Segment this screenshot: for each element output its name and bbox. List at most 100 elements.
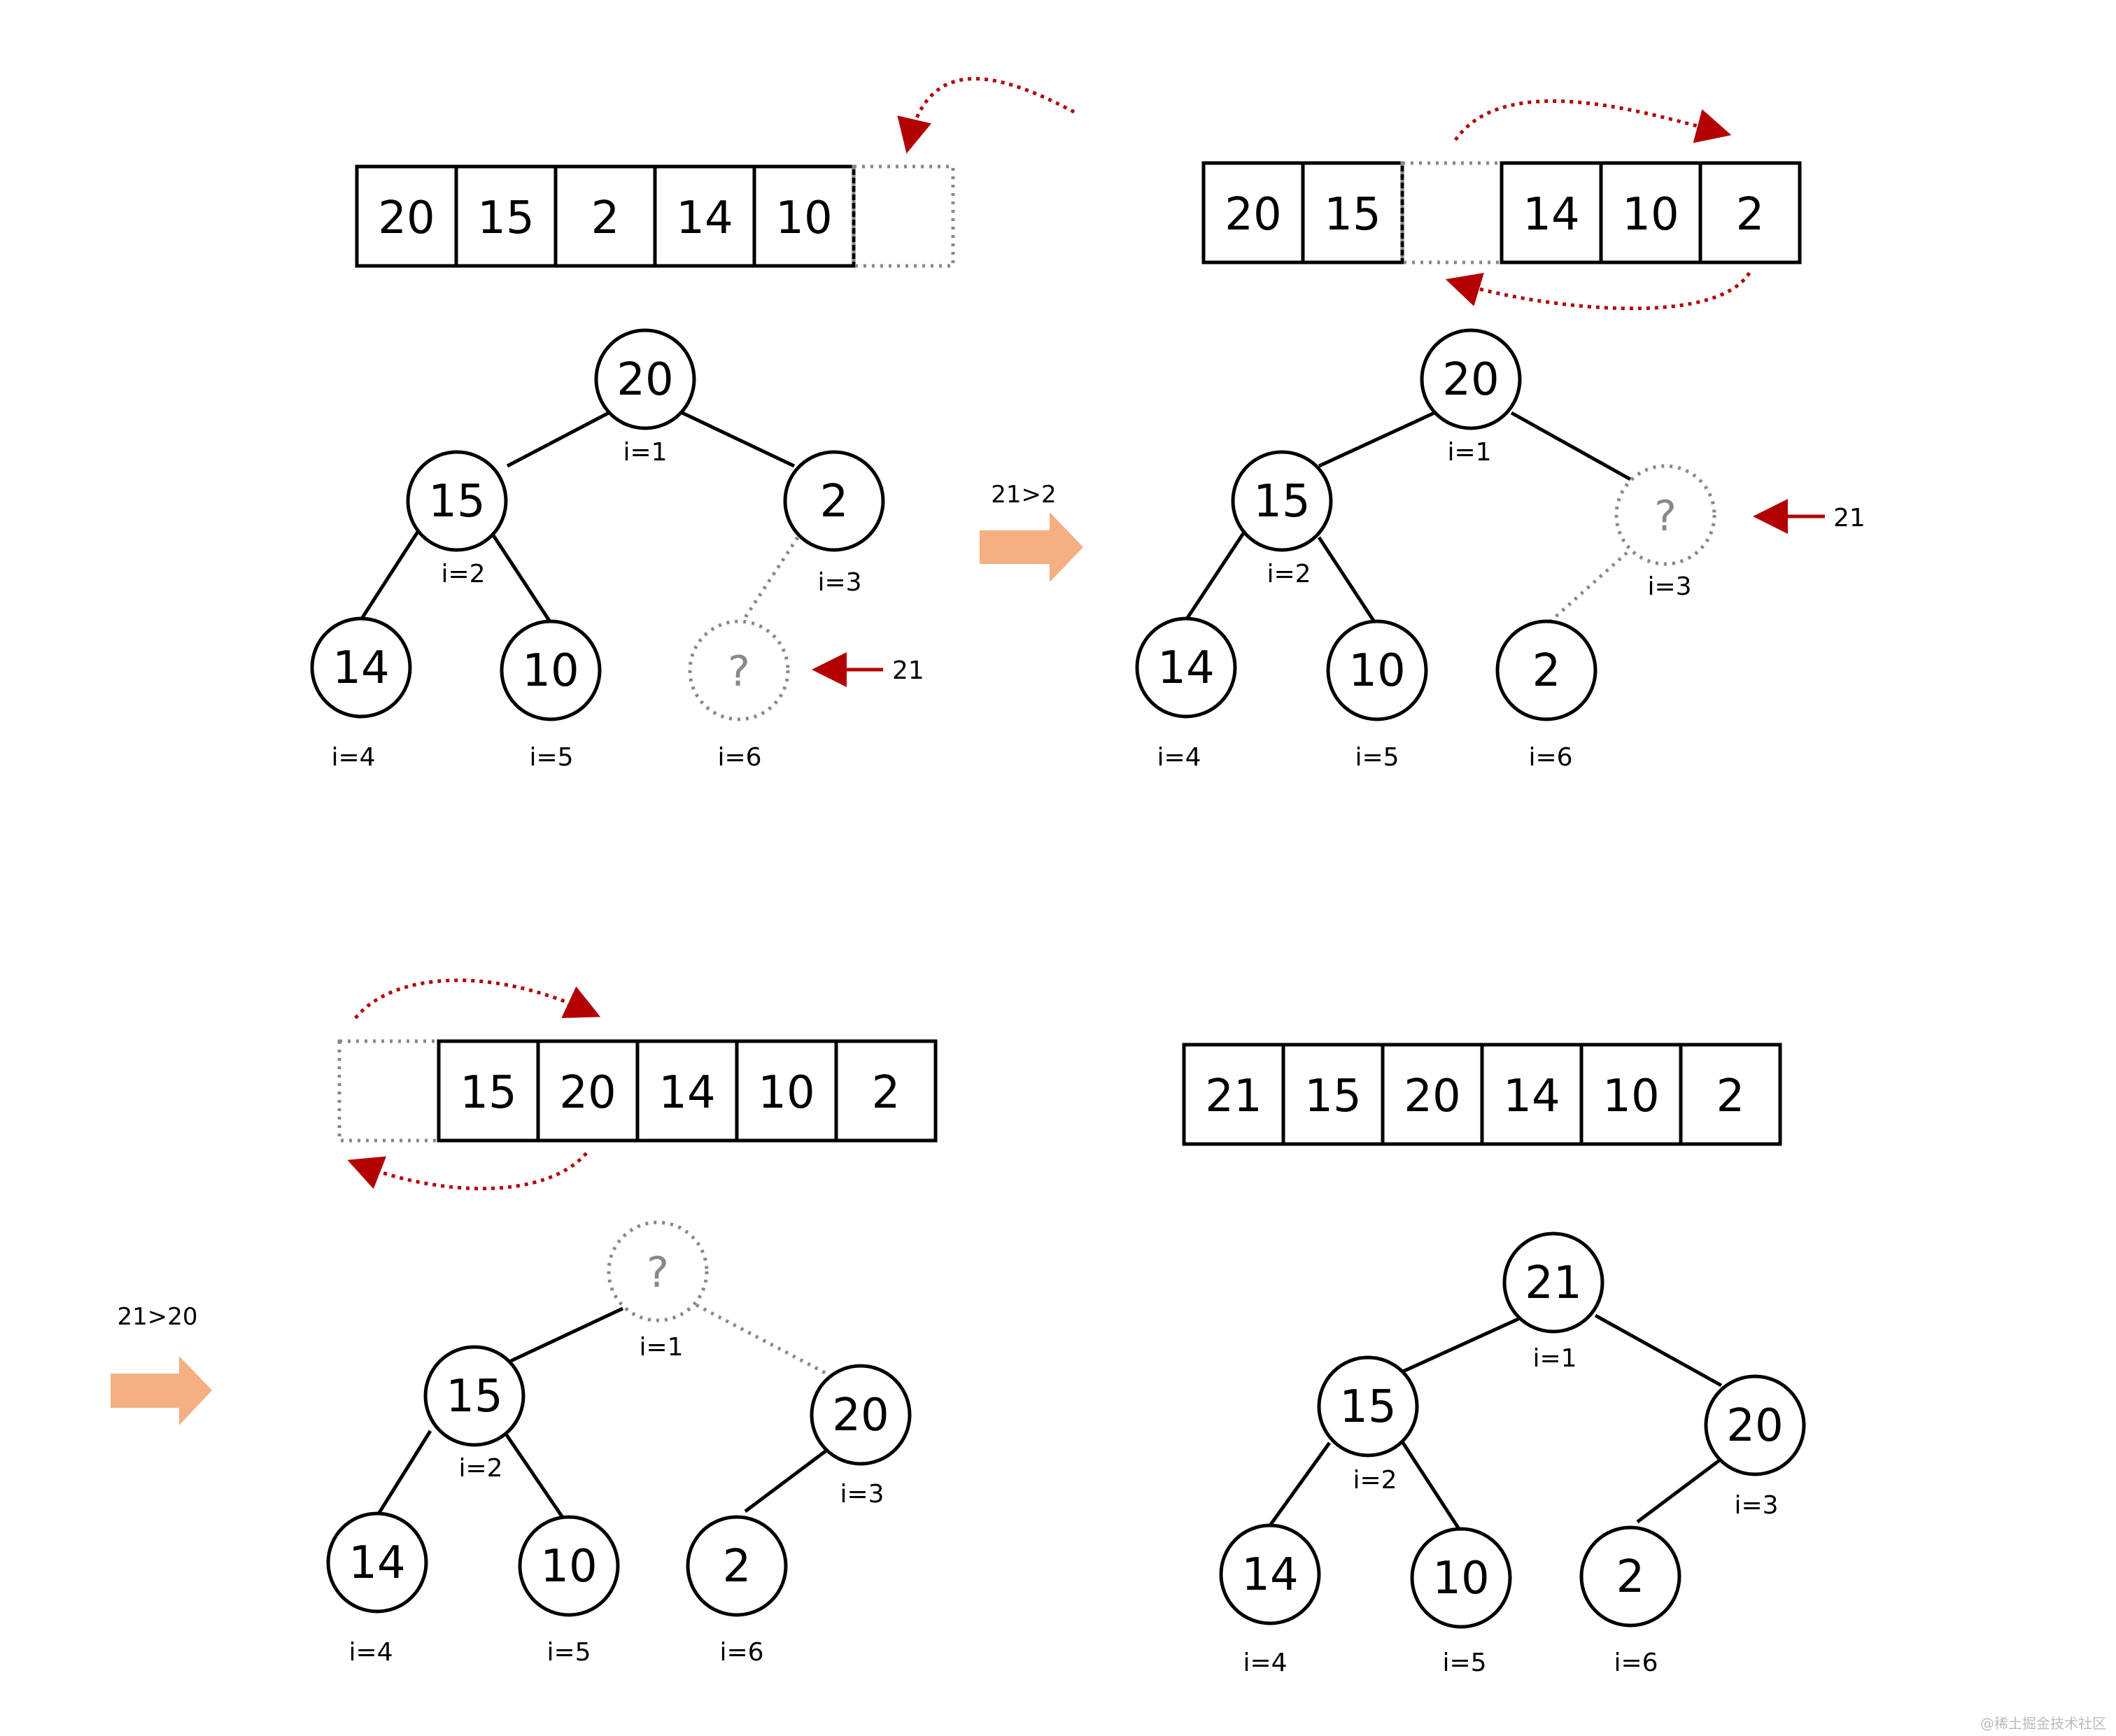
tree-edge [360, 530, 420, 620]
index-label: i=5 [546, 1638, 591, 1667]
step-label: 21>20 [117, 1303, 197, 1331]
array: 15 20 14 10 2 [337, 1039, 938, 1143]
array-cell [1201, 161, 1305, 264]
node-value: 21 [1525, 1257, 1581, 1309]
array-value: 10 [758, 1067, 814, 1119]
move-arrow [897, 77, 1075, 154]
array-cell-empty [852, 164, 955, 268]
insert-value: 21 [892, 656, 924, 685]
insert-value: 21 [1833, 504, 1865, 532]
tree-edge [1594, 1313, 1723, 1388]
array-cell-empty [337, 1039, 441, 1143]
node-value: ? [1654, 492, 1677, 541]
node-value: 15 [1253, 476, 1310, 528]
array-value: 2 [1736, 189, 1765, 241]
node-value: 10 [540, 1541, 597, 1593]
array-value: 2 [1716, 1071, 1745, 1122]
array-value: 14 [658, 1067, 715, 1119]
node-value: 20 [832, 1390, 889, 1441]
array-value: 15 [1324, 189, 1381, 241]
index-label: i=6 [717, 743, 761, 772]
node-value: 14 [332, 642, 389, 694]
step-arrow [980, 512, 1083, 582]
array-cell [1480, 1043, 1584, 1146]
node-value: 10 [1348, 645, 1405, 697]
step-label: 21>2 [991, 481, 1056, 509]
array: 20 15 2 14 10 [355, 164, 955, 268]
move-arrow [354, 978, 601, 1019]
array-value: 15 [460, 1067, 516, 1119]
tree-edge [490, 532, 551, 622]
tree-node-placeholder [688, 619, 790, 721]
tree-edge [1318, 411, 1436, 468]
array-cell [834, 1039, 938, 1143]
index-label: i=4 [331, 743, 375, 772]
step-1: 21>2 [980, 481, 1083, 582]
tree-node [783, 450, 885, 552]
index-label: i=3 [1647, 572, 1691, 601]
index-label: i=2 [441, 560, 485, 588]
node-value: 14 [348, 1537, 405, 1589]
tree-node [1410, 1527, 1512, 1629]
node-value: 14 [1241, 1549, 1298, 1601]
panel-2: 20 15 14 10 2 20 15 ? 14 10 2 i=1 [1135, 99, 1865, 772]
index-label: i=6 [719, 1638, 763, 1667]
tree-node [1420, 328, 1522, 430]
tree-edge [1510, 411, 1632, 481]
tree-node-placeholder [607, 1220, 709, 1322]
index-label: i=1 [1447, 438, 1491, 467]
tree-edge [1401, 1441, 1461, 1530]
step-2: 21>20 [111, 1303, 212, 1425]
node-value: 14 [1157, 642, 1214, 694]
insert-indicator: 21 [1753, 499, 1865, 534]
index-label: i=5 [529, 743, 573, 772]
array-value: 20 [1404, 1071, 1460, 1122]
array-cell [454, 164, 558, 268]
array-value: 14 [676, 192, 733, 244]
tree-node [1135, 616, 1237, 719]
index-label: i=4 [348, 1638, 393, 1667]
array-value: 14 [1523, 189, 1579, 241]
tree-edge [1317, 536, 1377, 624]
tree: 20 15 2 14 10 ? i=1 i=2 i=3 i=4 i=5 i=6 [310, 328, 885, 772]
step-arrow [111, 1356, 212, 1425]
array-cell [1381, 1043, 1484, 1146]
tree: ? 15 20 14 10 2 i=1 i=2 i=3 i=4 i=5 i=6 [326, 1220, 912, 1667]
move-arrow [1445, 271, 1751, 311]
array-cell [1301, 161, 1404, 264]
tree: 21 15 20 14 10 2 i=1 i=2 i=3 i=4 i=5 i=6 [1219, 1232, 1806, 1677]
move-arrow [1453, 99, 1732, 143]
array: 20 15 14 10 2 [1201, 161, 1802, 264]
tree-node [500, 619, 602, 721]
panel-4: 21 15 20 14 10 2 21 15 20 14 10 2 i=1 [1182, 1043, 1806, 1677]
watermark: @稀土掘金技术社区 [1980, 1715, 2106, 1732]
panel-3: 15 20 14 10 2 ? 15 20 14 10 2 i=1 i=2 [326, 978, 938, 1667]
tree-node [326, 1511, 428, 1614]
node-value: 10 [1432, 1553, 1489, 1604]
index-label: i=5 [1442, 1649, 1486, 1677]
insert-indicator: 21 [812, 652, 924, 687]
node-value: 2 [1616, 1551, 1645, 1603]
index-label: i=1 [623, 438, 667, 467]
node-value: ? [728, 647, 750, 696]
tree-edge [376, 1430, 432, 1516]
array-value: 21 [1205, 1071, 1262, 1122]
tree-node [1502, 1232, 1604, 1334]
node-value: 2 [723, 1541, 752, 1593]
array-cell [735, 1039, 838, 1143]
tree-node [1704, 1374, 1806, 1476]
tree-edge [506, 411, 610, 468]
tree-node [1231, 450, 1333, 552]
tree-node [423, 1345, 526, 1447]
index-label: i=3 [817, 568, 861, 597]
array: 21 15 20 14 10 2 [1182, 1043, 1782, 1146]
array-value: 2 [591, 192, 620, 244]
array-value: 14 [1503, 1071, 1560, 1122]
tree-edge [502, 1430, 565, 1520]
tree-edge-dotted [1545, 551, 1628, 626]
node-value: 15 [1339, 1381, 1396, 1433]
tree-node [594, 328, 696, 430]
tree-edge [681, 411, 796, 468]
array-value: 20 [378, 192, 435, 244]
node-value: ? [647, 1248, 669, 1297]
